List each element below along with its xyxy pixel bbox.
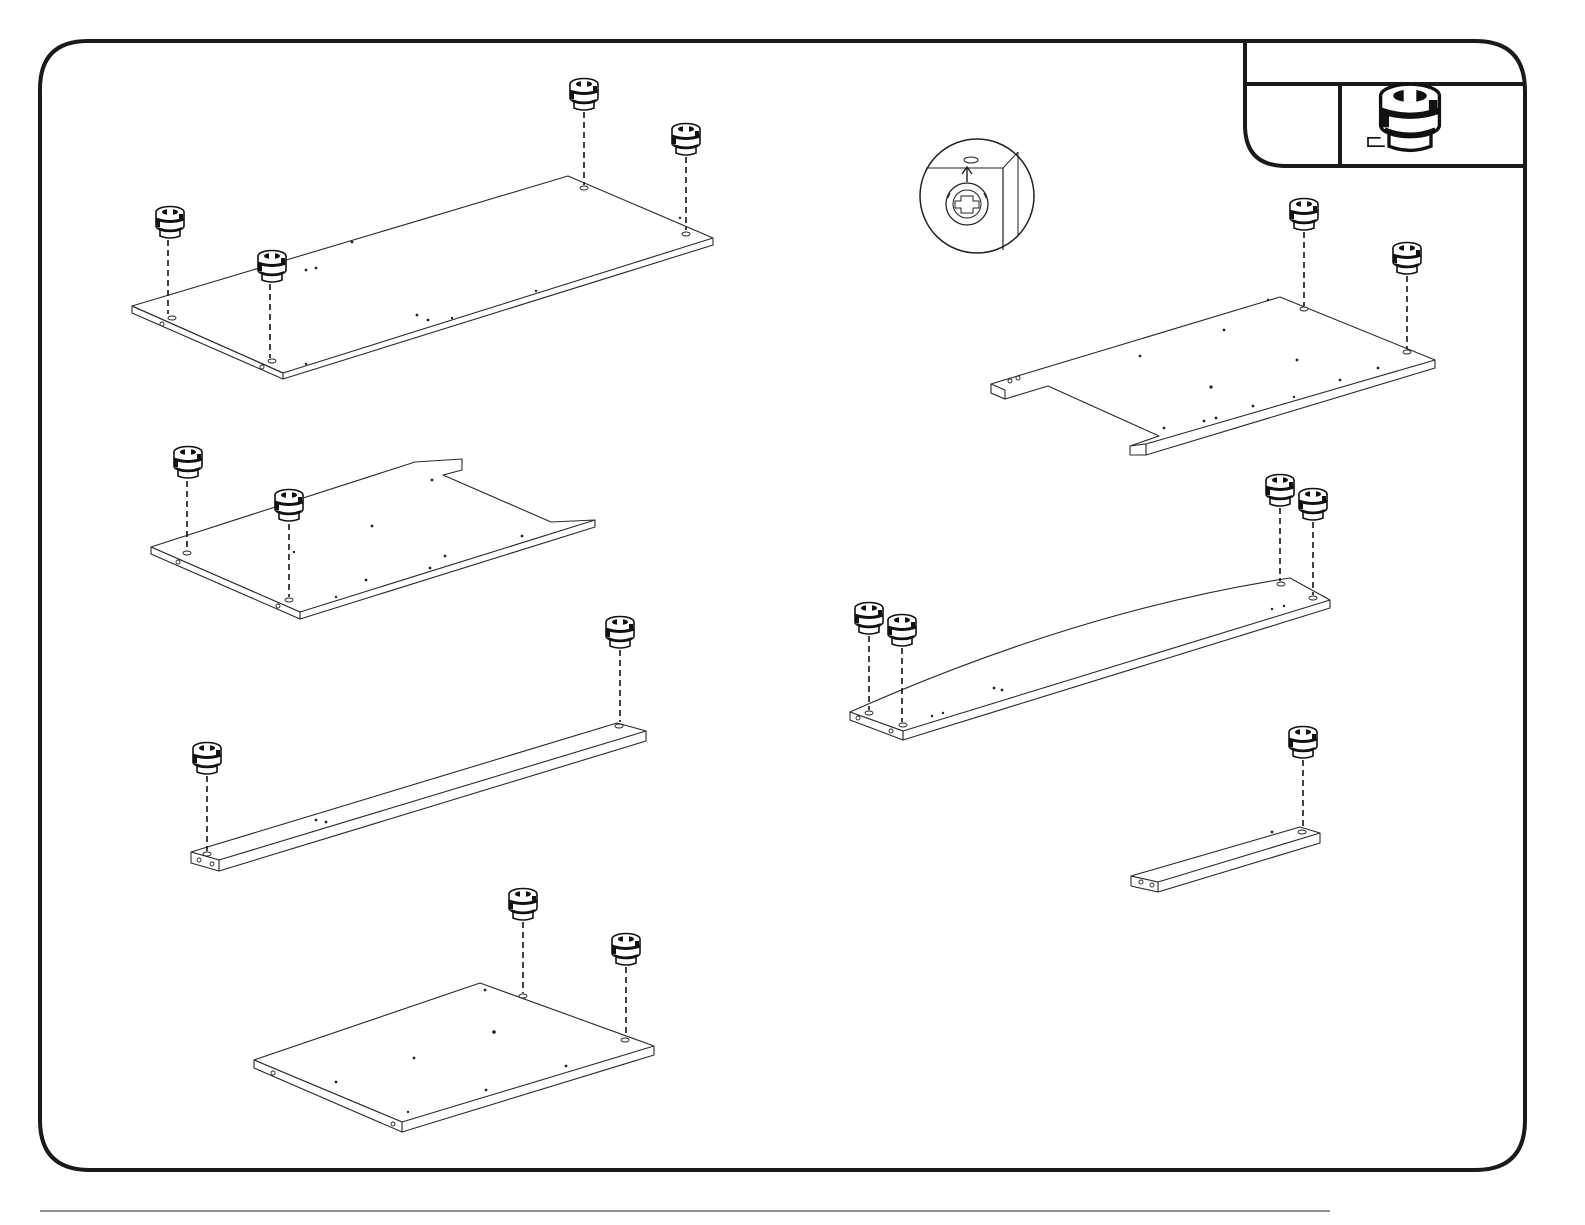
bottom-panel (254, 889, 654, 1133)
cam-lock-fitting-icon (1368, 84, 1439, 150)
long-rail (191, 617, 646, 872)
short-rail (1131, 727, 1320, 893)
curved-front-rail (850, 475, 1330, 741)
notched-panel-right (991, 199, 1435, 456)
top-panel (132, 79, 713, 380)
notched-panel-left (151, 447, 595, 620)
parts-legend (1245, 43, 1523, 166)
cam-lock-insertion-detail-icon (920, 139, 1034, 253)
